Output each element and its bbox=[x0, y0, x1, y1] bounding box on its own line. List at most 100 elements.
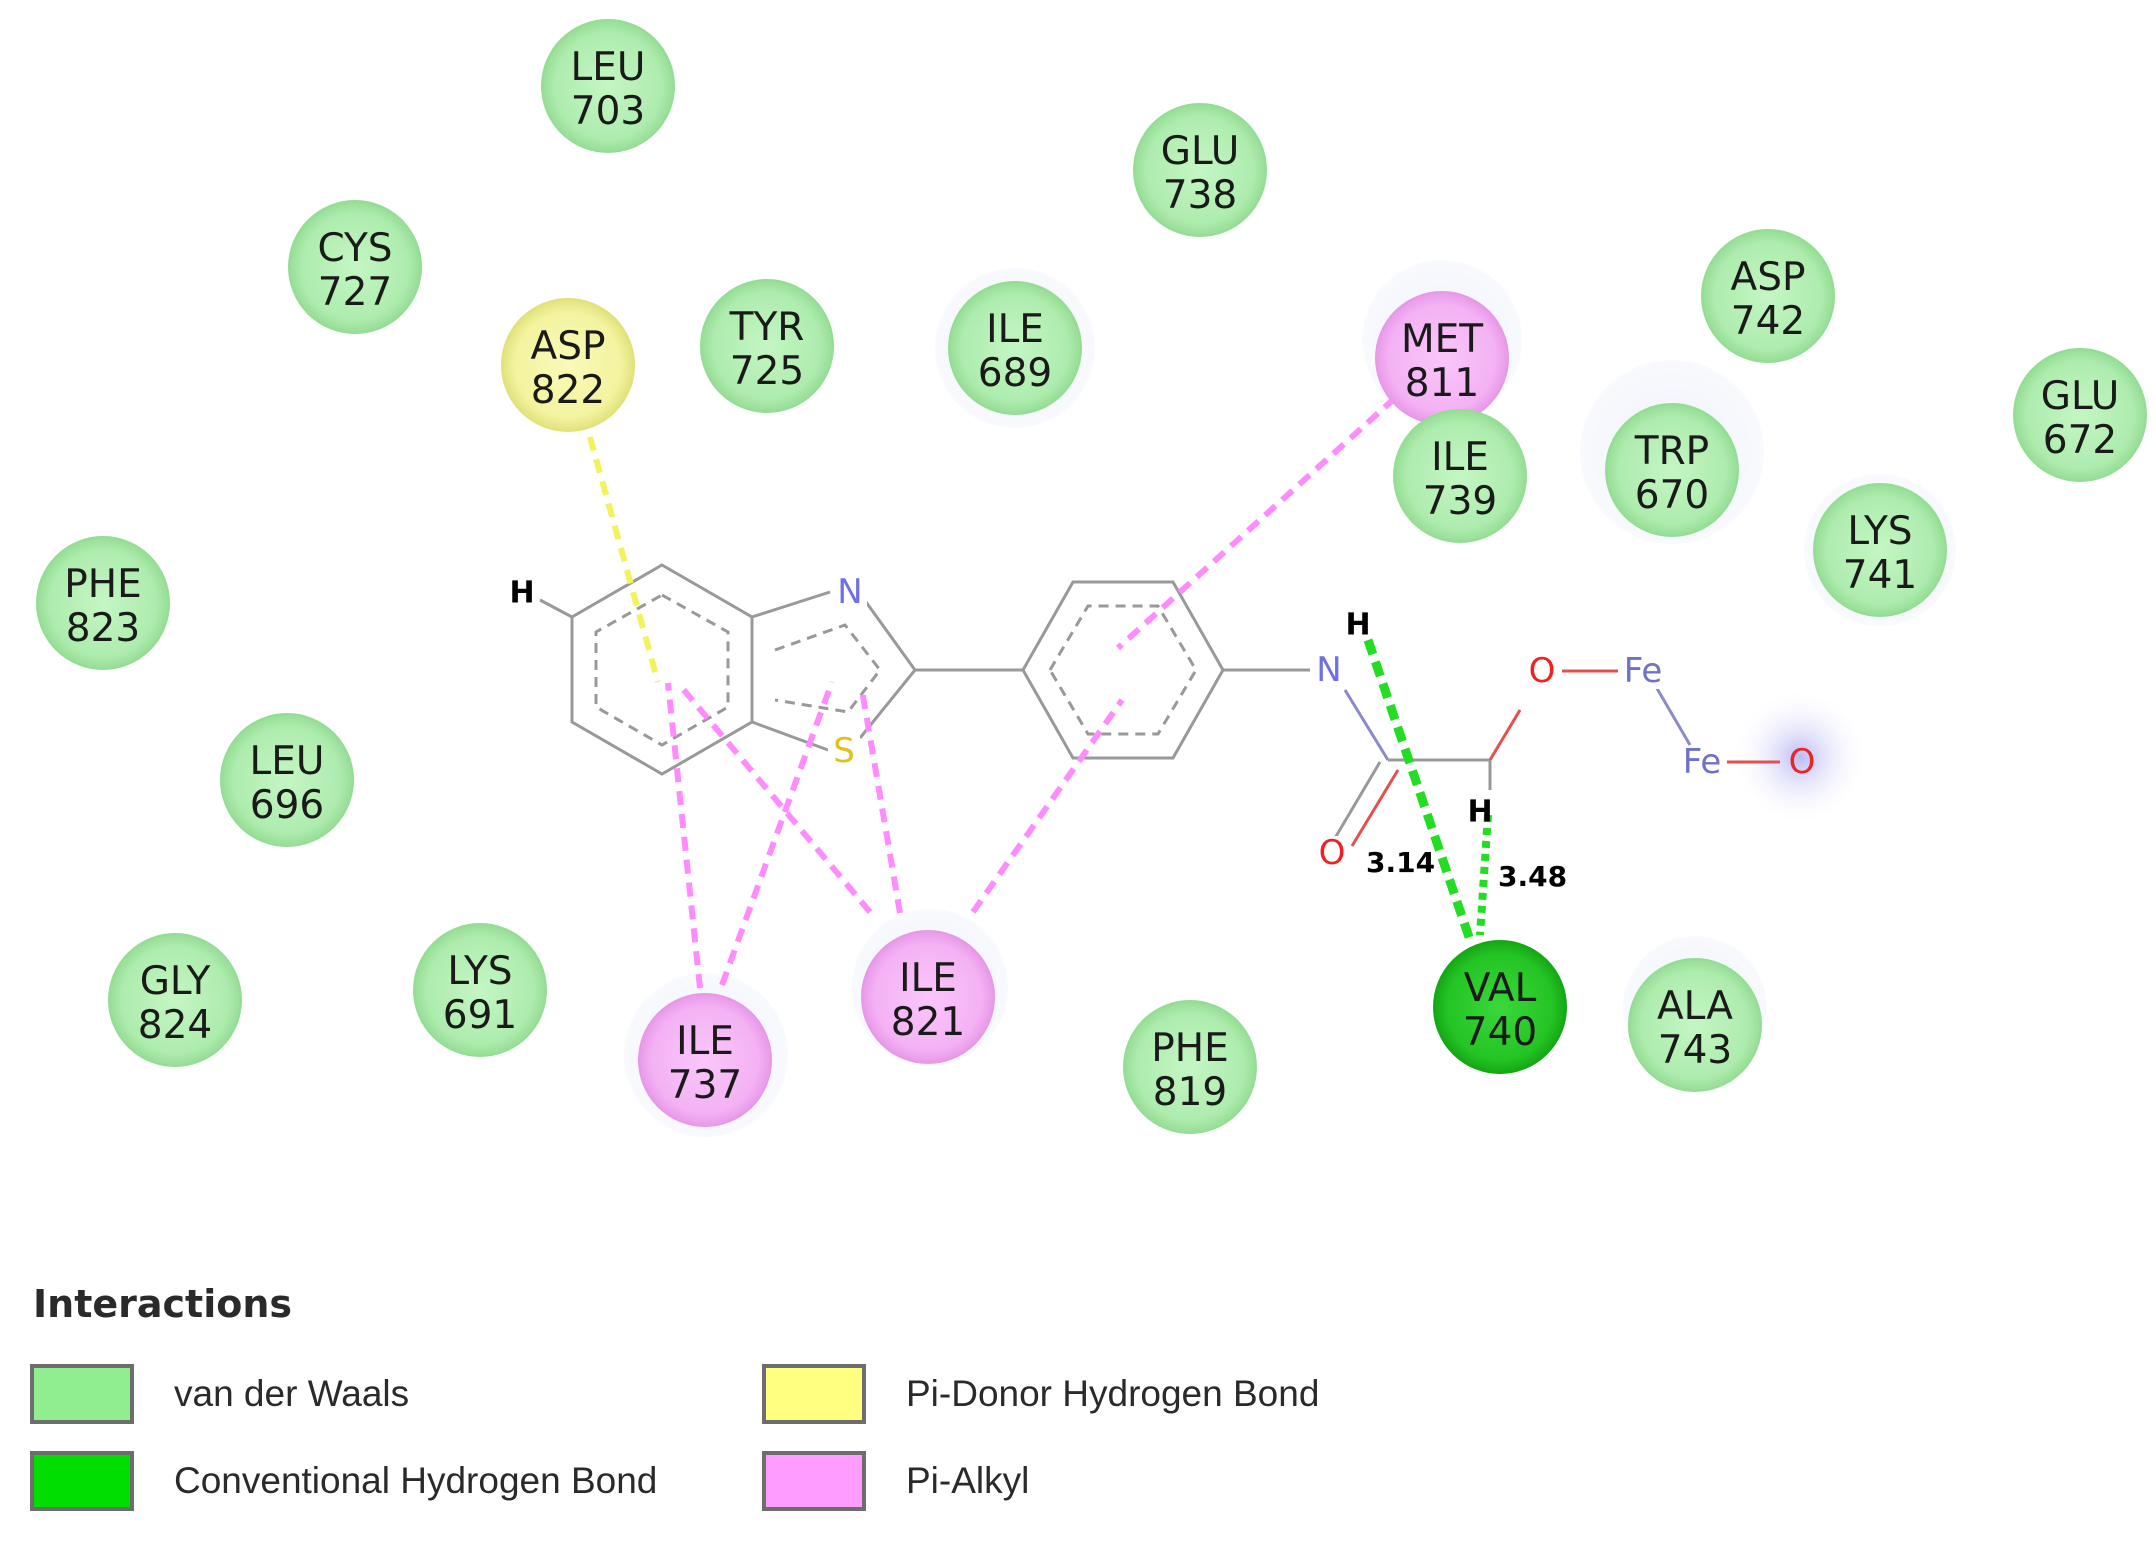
atom-thiazole-n: N bbox=[837, 572, 862, 612]
residue-name: ILE bbox=[899, 956, 957, 1001]
residue-number: 727 bbox=[318, 270, 392, 315]
pialkyl-ile737-benzo bbox=[665, 682, 703, 989]
ligand-atoms: N S N O O Fe Fe O H H H 3.14 3.48 bbox=[509, 572, 1815, 893]
residue-name: ALA bbox=[1657, 984, 1733, 1029]
bond-fe-fe bbox=[1653, 684, 1692, 746]
legend-label-vdw: van der Waals bbox=[174, 1373, 410, 1414]
fe-oxygen-glow bbox=[1732, 689, 1868, 825]
residue-disc bbox=[1813, 483, 1947, 617]
residue-name: LEU bbox=[571, 45, 646, 90]
residue-disc bbox=[1123, 1000, 1257, 1134]
residue-name: TYR bbox=[729, 305, 805, 350]
distance-label-1: 3.14 bbox=[1366, 846, 1435, 879]
residue-disc bbox=[948, 281, 1082, 415]
atom-terminal-o: O bbox=[1789, 742, 1816, 782]
residue-name: LYS bbox=[447, 949, 512, 994]
residue-disc bbox=[1393, 409, 1527, 543]
residue-number: 737 bbox=[668, 1063, 742, 1108]
residue-number: 823 bbox=[66, 606, 140, 651]
residue-disc bbox=[700, 279, 834, 413]
ligand-bonds bbox=[539, 563, 1780, 847]
residue-name: ILE bbox=[1431, 435, 1489, 480]
atom-amide-n: N bbox=[1316, 650, 1341, 690]
residue-name: VAL bbox=[1464, 966, 1537, 1011]
bond-c-o-2 bbox=[1350, 769, 1400, 847]
residue-number: 725 bbox=[730, 349, 804, 394]
atom-alpha-h: H bbox=[1467, 795, 1492, 830]
residue-number: 822 bbox=[531, 368, 605, 413]
residue-number: 821 bbox=[891, 1000, 965, 1045]
residue-disc bbox=[108, 933, 242, 1067]
residue-name: CYS bbox=[317, 226, 392, 271]
residue-disc bbox=[1701, 229, 1835, 363]
residue-number: 819 bbox=[1153, 1070, 1227, 1115]
atom-carbonyl-o: O bbox=[1319, 833, 1346, 873]
residue-name: GLY bbox=[140, 959, 211, 1004]
residue-name: GLU bbox=[2041, 374, 2120, 419]
atom-fe-2: Fe bbox=[1683, 742, 1722, 782]
residue-disc bbox=[1133, 103, 1267, 237]
residue-number: 743 bbox=[1658, 1028, 1732, 1073]
residue-number: 824 bbox=[138, 1003, 212, 1048]
residue-name: ASP bbox=[1731, 255, 1806, 300]
residue-disc bbox=[501, 298, 635, 432]
legend-label-pialkyl: Pi-Alkyl bbox=[906, 1460, 1030, 1501]
pidonor-asp822 bbox=[587, 436, 661, 683]
bond-s-c bbox=[751, 720, 829, 752]
residue-disc bbox=[220, 713, 354, 847]
legend-swatch-pidonor bbox=[762, 1364, 866, 1424]
thiazole-aromatic bbox=[774, 623, 882, 714]
phenyl-ring bbox=[1021, 580, 1225, 760]
bond-n-c bbox=[1343, 689, 1390, 761]
residue-name: ILE bbox=[676, 1019, 734, 1064]
legend-swatch-vdw bbox=[30, 1364, 134, 1424]
residue-name: GLU bbox=[1161, 129, 1240, 174]
legend-item-hbond: Conventional Hydrogen Bond bbox=[30, 1450, 657, 1512]
legend-swatch-pialkyl bbox=[762, 1451, 866, 1511]
residue-number: 670 bbox=[1635, 473, 1709, 518]
residue-disc bbox=[36, 536, 170, 670]
residue-number: 689 bbox=[978, 351, 1052, 396]
residue-number: 811 bbox=[1405, 361, 1479, 406]
atom-thiazole-s: S bbox=[833, 731, 855, 771]
interaction-lines bbox=[587, 395, 1492, 989]
bond-c-o-1 bbox=[1333, 761, 1382, 839]
residue-disc bbox=[638, 993, 772, 1127]
residue-number: 742 bbox=[1731, 299, 1805, 344]
bond-n-c2 bbox=[864, 601, 917, 671]
distance-label-2: 3.48 bbox=[1498, 860, 1567, 893]
legend-label-hbond: Conventional Hydrogen Bond bbox=[174, 1460, 658, 1501]
phenyl-ring-aromatic bbox=[1048, 604, 1198, 736]
atom-ether-o: O bbox=[1529, 651, 1556, 691]
atom-fe-1: Fe bbox=[1624, 651, 1663, 691]
atom-ring-h: H bbox=[509, 576, 534, 611]
residue-disc bbox=[861, 930, 995, 1064]
residue-layer: LEU703GLU738CYS727ASP822TYR725ILE689MET8… bbox=[36, 19, 2147, 1134]
pialkyl-ile821-benzo bbox=[675, 681, 873, 914]
residue-number: 741 bbox=[1843, 553, 1917, 598]
residue-disc bbox=[541, 19, 675, 153]
residue-disc bbox=[1628, 958, 1762, 1092]
legend-swatch-hbond bbox=[30, 1451, 134, 1511]
residue-name: PHE bbox=[64, 562, 142, 607]
residue-disc bbox=[288, 200, 422, 334]
residue-number: 703 bbox=[571, 89, 645, 134]
pialkyl-ile821-thiazole bbox=[859, 689, 903, 914]
residue-disc bbox=[2013, 348, 2147, 482]
pialkyl-met811 bbox=[1115, 395, 1398, 651]
